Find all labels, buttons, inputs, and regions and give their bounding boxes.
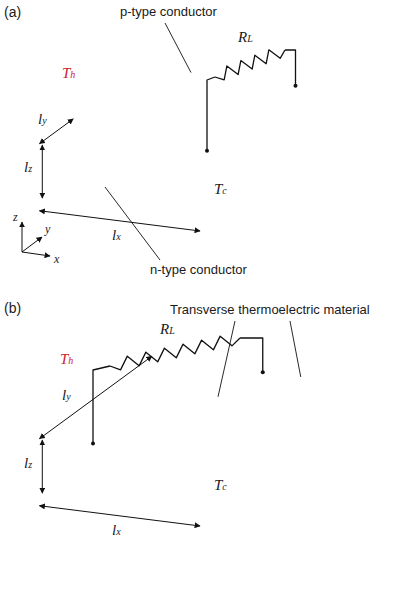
leader-line [290, 321, 301, 377]
part-label: n-type conductor [150, 262, 247, 278]
axis-label: y [45, 222, 50, 236]
resistor-label: RL [160, 320, 175, 340]
temperature-label: Th [60, 350, 73, 370]
wire [240, 338, 263, 372]
dimension-label: lz [24, 158, 32, 178]
temperature-label: Th [62, 64, 75, 84]
temperature-label: Tc [214, 476, 227, 496]
dimension-label: ly [38, 110, 47, 130]
wire [93, 366, 110, 444]
resistor-label: RL [238, 28, 253, 48]
wire-contact [205, 149, 209, 153]
wire [285, 50, 296, 86]
axis-arrow [22, 222, 23, 252]
temperature-label: Tc [214, 180, 227, 200]
wire-contact [261, 370, 265, 374]
dimension-arrow [39, 506, 200, 526]
resistor-symbol [215, 50, 285, 80]
dimension-label: lz [24, 454, 32, 474]
axis-arrow [22, 237, 42, 252]
part-label: Transverse thermoelectric material [170, 302, 370, 318]
part-label: p-type conductor [120, 4, 217, 20]
leader-line [218, 321, 235, 397]
panel-label: (b) [4, 300, 21, 317]
dimension-arrow [39, 356, 152, 439]
dimension-arrow [42, 145, 43, 198]
axis-label: x [54, 252, 59, 266]
dimension-arrow [39, 211, 200, 231]
panel-label: (a) [4, 4, 21, 21]
leader-line [105, 187, 160, 260]
dimension-label: ly [62, 386, 71, 406]
wire [207, 77, 215, 151]
axis-label: z [13, 210, 18, 224]
dimension-label: lx [112, 226, 121, 246]
axis-arrow [22, 252, 50, 256]
wire-contact [294, 84, 298, 88]
leader-line [165, 23, 191, 73]
dimension-label: lx [112, 521, 121, 541]
resistor-symbol [110, 336, 240, 370]
dimension-arrow [42, 440, 43, 493]
wire-contact [91, 442, 95, 446]
